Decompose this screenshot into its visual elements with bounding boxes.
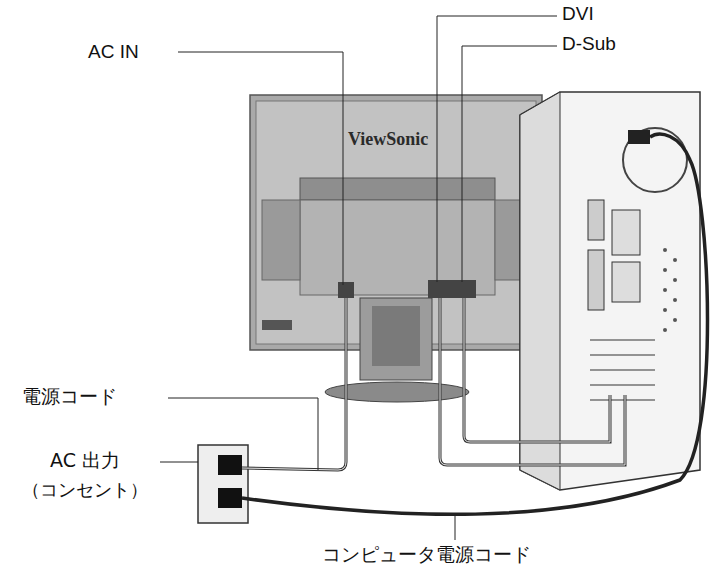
dvi-cable (440, 298, 625, 465)
part-label: AC IN (88, 42, 139, 63)
pc-ports (588, 200, 604, 240)
monitor-power-cable (242, 298, 346, 470)
pc-power-cable (242, 134, 708, 514)
wall-outlet (198, 445, 248, 523)
leader-lines (160, 16, 557, 540)
plug (218, 488, 242, 508)
plug (218, 455, 242, 475)
pc-fan (623, 128, 687, 192)
stand-neck (360, 298, 432, 380)
part-label: 電源コード (22, 386, 117, 407)
pc-expansion-slots (590, 340, 655, 400)
power-port (338, 282, 354, 298)
pc-slot (612, 262, 640, 302)
monitor-side-left (262, 200, 300, 280)
dsub-cable (464, 298, 610, 442)
pc-tower-side (520, 92, 560, 490)
pc-power-plug (628, 130, 650, 144)
monitor-power-cable (242, 298, 346, 470)
stand-inner (372, 306, 420, 366)
brand-logo: ViewSonic (348, 130, 428, 150)
dvi-cable (440, 298, 625, 465)
signal-label: DVI (562, 4, 594, 25)
monitor-buttons (262, 320, 292, 330)
signal-label: D-Sub (562, 34, 616, 55)
part-label: コンピュータ電源コード (322, 544, 531, 565)
monitor-vent (300, 178, 495, 200)
pc-ports (588, 250, 604, 310)
port-block (428, 280, 476, 298)
pc-slot (612, 210, 640, 255)
part-label: （コンセント） (22, 480, 148, 500)
dsub-cable (464, 298, 610, 442)
pc-vent-holes (663, 248, 677, 332)
part-label: AC 出力 (50, 450, 120, 471)
